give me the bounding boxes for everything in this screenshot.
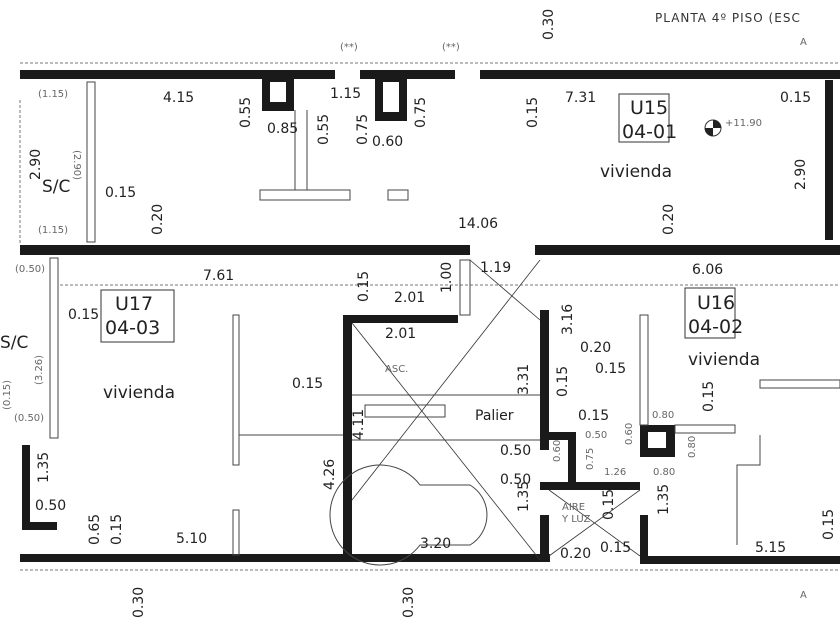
dimension-label: 3.16 — [560, 304, 576, 335]
partitions — [49, 81, 840, 556]
dimension-label: 2.01 — [385, 326, 416, 342]
unit-number: 04-03 — [105, 317, 160, 339]
dimension-label: 0.15 — [68, 307, 99, 323]
level-text: +11.90 — [725, 118, 762, 129]
unit-use: vivienda — [600, 162, 672, 182]
dimension-label: 0.80 — [687, 436, 698, 458]
dimension-label: 0.80 — [653, 467, 675, 478]
section-marker: A — [800, 37, 807, 48]
dimension-label: 0.30 — [131, 587, 147, 618]
dimension-label: 0.20 — [150, 204, 166, 235]
dimension-label: 0.15 — [601, 489, 617, 520]
walls — [20, 70, 840, 564]
dimension-label: 0.50 — [500, 472, 531, 488]
dimension-label: 0.15 — [701, 381, 717, 412]
dimension-label: 6.06 — [692, 262, 723, 278]
unit-code: U15 — [630, 97, 668, 119]
dimension-label: 0.20 — [580, 340, 611, 356]
dimension-label: (0.15) — [2, 380, 13, 410]
unit-use: vivienda — [688, 350, 760, 370]
unit-u16: U16 04-02 vivienda — [684, 287, 760, 370]
dimension-label: 1.35 — [36, 452, 52, 483]
dimension-label: (0.50) — [15, 264, 45, 275]
dimension-label: 0.50 — [585, 430, 607, 441]
dimension-label: 0.20 — [661, 204, 677, 235]
note-marker: (**) — [340, 42, 358, 53]
dimension-label: 0.15 — [595, 361, 626, 377]
unit-u15: U15 04-01 vivienda — [600, 93, 677, 182]
unit-code: U17 — [115, 293, 153, 315]
dimension-label: 2.90 — [793, 159, 809, 190]
note-marker: (**) — [442, 42, 460, 53]
dimension-label: 0.50 — [35, 498, 66, 514]
dimension-label: 7.61 — [203, 268, 234, 284]
dimension-label: 1.15 — [330, 86, 361, 102]
dimension-label: 0.15 — [780, 90, 811, 106]
dimension-label: 4.26 — [322, 459, 338, 490]
dimension-label: (1.15) — [38, 89, 68, 100]
dimension-label: 0.15 — [578, 408, 609, 424]
dimension-label: 0.20 — [560, 546, 591, 562]
level-marker: +11.90 — [704, 118, 762, 137]
dimension-label: 0.15 — [105, 185, 136, 201]
dimension-label: 0.15 — [525, 97, 541, 128]
outline-lines — [19, 62, 840, 571]
unit-u17: U17 04-03 vivienda — [100, 289, 175, 403]
dimension-label: (2.90) — [71, 150, 82, 180]
air-light-label: AIRE — [562, 502, 585, 513]
dimension-label: (3.26) — [34, 355, 45, 385]
dimension-label: 0.15 — [109, 514, 125, 545]
dimension-label: 0.50 — [500, 443, 531, 459]
dimension-label: 0.55 — [316, 114, 332, 145]
dimension-label: 0.60 — [552, 440, 563, 462]
dimension-label: 7.31 — [565, 90, 596, 106]
dimension-label: 1.26 — [604, 467, 626, 478]
dimension-label: 0.60 — [624, 423, 635, 445]
dimension-label: 0.15 — [821, 509, 837, 540]
plan-title: PLANTA 4º PISO (ESC — [655, 11, 801, 25]
air-light-label: Y LUZ — [561, 514, 591, 525]
dimension-label: 2.01 — [394, 290, 425, 306]
stair-elevator — [329, 259, 641, 566]
dimension-label: 4.11 — [351, 409, 367, 440]
dimension-label: 0.60 — [372, 134, 403, 150]
dimension-label: 3.20 — [420, 536, 451, 552]
dimension-label: 0.85 — [267, 121, 298, 137]
dimension-label: 0.15 — [356, 271, 372, 302]
dimension-label: 1.35 — [656, 484, 672, 515]
sc-label: S/C — [0, 333, 28, 353]
landing-label: Palier — [475, 408, 514, 424]
dimension-label: (1.15) — [38, 225, 68, 236]
sc-label: S/C — [42, 177, 70, 197]
dimension-label: 0.75 — [585, 448, 596, 470]
dimension-label: 0.55 — [238, 97, 254, 128]
dimension-label: 14.06 — [458, 216, 498, 232]
dimension-label: 0.80 — [652, 410, 674, 421]
unit-use: vivienda — [103, 383, 175, 403]
unit-number: 04-01 — [622, 121, 677, 143]
dimensions: 0.30 4.15 0.55 0.85 0.55 1.15 0.75 0.60 … — [28, 9, 837, 618]
dimension-label: (0.50) — [14, 413, 44, 424]
dimension-label: 5.15 — [755, 540, 786, 556]
dimension-label: 1.00 — [439, 262, 455, 293]
dimension-label: 0.30 — [541, 9, 557, 40]
dimension-label: 0.30 — [401, 587, 417, 618]
dimension-label: 1.35 — [516, 481, 532, 512]
dimension-label: 0.75 — [413, 97, 429, 128]
dimension-label: 1.19 — [480, 260, 511, 276]
dimension-label: 2.90 — [28, 149, 44, 180]
dimension-label: 4.15 — [163, 90, 194, 106]
dimension-label: 0.75 — [355, 114, 371, 145]
dimension-label: 0.65 — [87, 514, 103, 545]
elevator-label: ASC. — [385, 364, 408, 375]
dimension-label: 0.15 — [292, 376, 323, 392]
secondary-dimensions: (1.15) (2.90) (1.15) (0.50) (3.26) (0.15… — [2, 89, 698, 478]
dimension-label: 0.15 — [555, 366, 571, 397]
section-marker: A — [800, 590, 807, 601]
dimension-label: 5.10 — [176, 531, 207, 547]
dimension-label: 3.31 — [516, 364, 532, 395]
unit-number: 04-02 — [688, 316, 743, 338]
dimension-label: 0.15 — [600, 540, 631, 556]
unit-code: U16 — [697, 292, 735, 314]
